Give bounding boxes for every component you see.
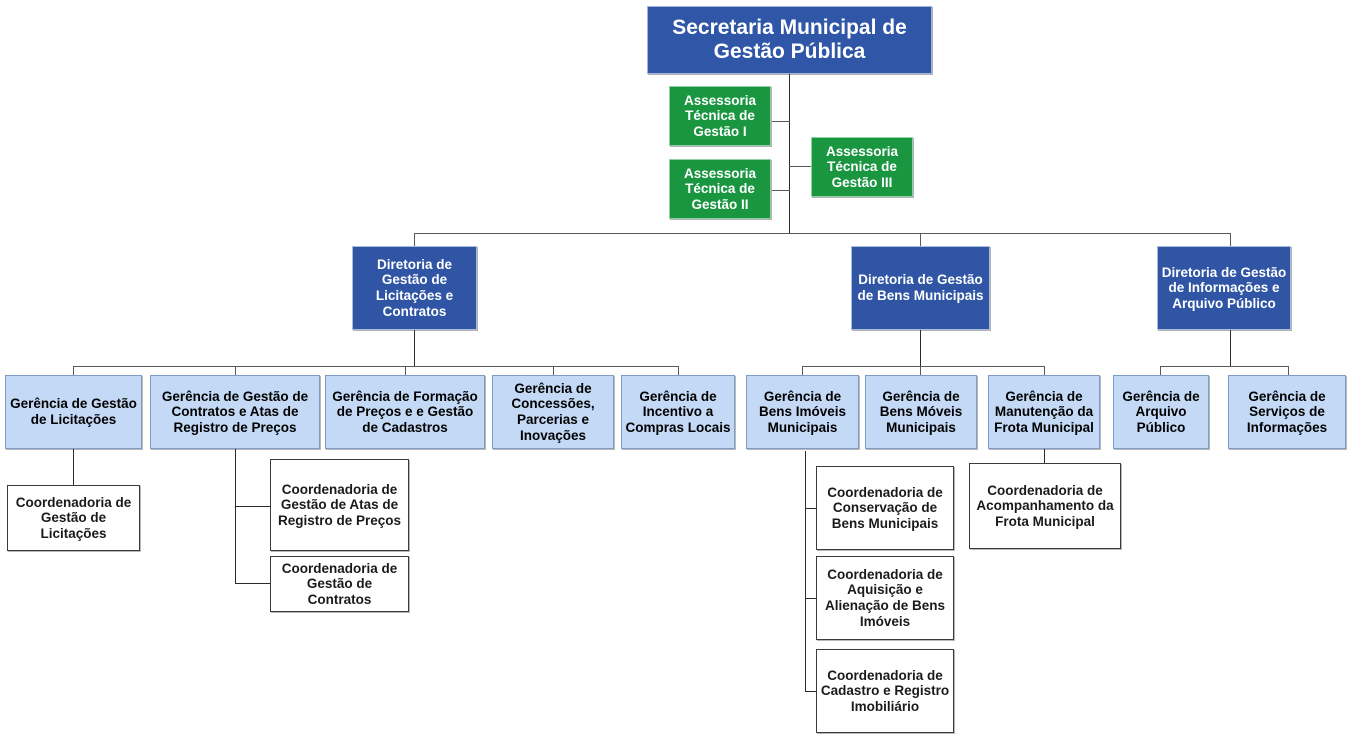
connector-ger7-drop xyxy=(920,366,921,375)
node-gerencia-gestao-licitacoes[interactable]: Gerência de Gestão de Licitações xyxy=(5,375,142,449)
node-diretoria-gestao-bens-municipais[interactable]: Diretoria de Gestão de Bens Municipais xyxy=(851,246,990,330)
connector-assessoria-2 xyxy=(772,190,790,191)
connector-ger4-drop xyxy=(553,366,554,375)
connector-ger2-drop xyxy=(235,366,236,375)
node-gerencia-bens-imoveis-municipais[interactable]: Gerência de Bens Imóveis Municipais xyxy=(746,375,859,449)
connector-dir3-down xyxy=(1230,330,1231,366)
node-gerencia-formacao-precos-gestao-cadastros[interactable]: Gerência de Formação de Preços e e Gestã… xyxy=(325,375,485,449)
node-coordenadoria-conservacao-bens-municipais[interactable]: Coordenadoria de Conservação de Bens Mun… xyxy=(816,466,954,550)
node-gerencia-manutencao-frota-municipal[interactable]: Gerência de Manutenção da Frota Municipa… xyxy=(988,375,1100,449)
connector-dir1-bus xyxy=(73,366,678,367)
connector-ger6-spine xyxy=(805,451,806,691)
connector-ger1-drop xyxy=(73,366,74,375)
connector-dir3-bus xyxy=(1160,366,1288,367)
connector-ger3-drop xyxy=(405,366,406,375)
connector-coord6-stub xyxy=(805,691,816,692)
connector-ger2-spine xyxy=(235,449,236,583)
connector-coord3-stub xyxy=(235,583,271,584)
connector-ger8-coord xyxy=(1044,449,1045,463)
connector-diretoria-drop-3 xyxy=(1230,233,1231,246)
node-label: Gerência de Formação de Preços e e Gestã… xyxy=(332,388,478,435)
node-assessoria-tecnica-de-gestao-iii[interactable]: Assessoria Técnica de Gestão III xyxy=(811,137,913,197)
node-label: Coordenadoria de Conservação de Bens Mun… xyxy=(827,484,943,531)
node-label: Assessoria Técnica de Gestão II xyxy=(683,165,757,212)
node-label: Gerência de Bens Imóveis Municipais xyxy=(758,388,847,435)
connector-ger5-drop xyxy=(678,366,679,375)
node-label: Coordenadoria de Gestão de Licitações xyxy=(15,494,132,541)
node-label: Gerência de Arquivo Público xyxy=(1122,388,1200,435)
node-assessoria-tecnica-de-gestao-i[interactable]: Assessoria Técnica de Gestão I xyxy=(669,86,771,146)
connector-coord2-stub xyxy=(235,506,271,507)
node-secretaria-municipal-de-gestao-publica[interactable]: Secretaria Municipal de Gestão Pública xyxy=(647,6,932,74)
node-assessoria-tecnica-de-gestao-ii[interactable]: Assessoria Técnica de Gestão II xyxy=(669,159,771,219)
node-gerencia-incentivo-compras-locais[interactable]: Gerência de Incentivo a Compras Locais xyxy=(621,375,735,449)
connector-assessoria-1 xyxy=(772,121,790,122)
node-label: Gerência de Incentivo a Compras Locais xyxy=(625,388,731,435)
node-label: Gerência de Gestão de Contratos e Atas d… xyxy=(161,388,309,435)
connector-dir1-down xyxy=(414,330,415,366)
connector-diretoria-bus xyxy=(414,233,1230,234)
connector-root-trunk xyxy=(789,74,790,234)
node-label: Diretoria de Gestão de Informações e Arq… xyxy=(1161,264,1287,311)
node-coordenadoria-acompanhamento-frota-municipal[interactable]: Coordenadoria de Acompanhamento da Frota… xyxy=(969,463,1121,549)
node-label: Diretoria de Gestão de Licitações e Cont… xyxy=(375,256,454,319)
node-label: Assessoria Técnica de Gestão III xyxy=(825,143,899,190)
node-gerencia-servicos-informacoes[interactable]: Gerência de Serviços de Informações xyxy=(1228,375,1346,449)
node-coordenadoria-aquisicao-alienacao-bens-imoveis[interactable]: Coordenadoria de Aquisição e Alienação d… xyxy=(816,556,954,640)
node-label: Coordenadoria de Gestão de Contratos xyxy=(281,560,398,607)
node-label: Gerência de Concessões, Parcerias e Inov… xyxy=(511,380,595,443)
node-coordenadoria-gestao-contratos[interactable]: Coordenadoria de Gestão de Contratos xyxy=(270,556,409,612)
node-label: Secretaria Municipal de Gestão Pública xyxy=(672,15,907,63)
node-label: Coordenadoria de Acompanhamento da Frota… xyxy=(976,482,1114,529)
node-coordenadoria-cadastro-registro-imobiliario[interactable]: Coordenadoria de Cadastro e Registro Imo… xyxy=(816,649,954,733)
node-label: Gerência de Manutenção da Frota Municipa… xyxy=(994,388,1094,435)
connector-coord5-stub xyxy=(805,598,816,599)
connector-coord4-stub xyxy=(805,508,816,509)
connector-ger9-drop xyxy=(1160,366,1161,375)
connector-diretoria-drop-2 xyxy=(920,233,921,246)
node-diretoria-gestao-licitacoes-contratos[interactable]: Diretoria de Gestão de Licitações e Cont… xyxy=(352,246,477,330)
node-coordenadoria-gestao-atas-registro-precos[interactable]: Coordenadoria de Gestão de Atas de Regis… xyxy=(270,459,409,551)
node-label: Coordenadoria de Aquisição e Alienação d… xyxy=(824,566,946,629)
node-gerencia-bens-moveis-municipais[interactable]: Gerência de Bens Móveis Municipais xyxy=(865,375,977,449)
node-gerencia-gestao-contratos-atas-registro-precos[interactable]: Gerência de Gestão de Contratos e Atas d… xyxy=(150,375,320,449)
connector-ger6-drop xyxy=(802,366,803,375)
connector-dir2-bus xyxy=(802,366,1044,367)
node-diretoria-gestao-informacoes-arquivo-publico[interactable]: Diretoria de Gestão de Informações e Arq… xyxy=(1157,246,1291,330)
connector-ger8-drop xyxy=(1044,366,1045,375)
node-label: Gerência de Serviços de Informações xyxy=(1246,388,1328,435)
connector-dir2-down xyxy=(920,330,921,366)
node-label: Gerência de Bens Móveis Municipais xyxy=(879,388,963,435)
node-label: Gerência de Gestão de Licitações xyxy=(10,396,137,427)
node-gerencia-arquivo-publico[interactable]: Gerência de Arquivo Público xyxy=(1113,375,1209,449)
connector-diretoria-drop-1 xyxy=(414,233,415,246)
node-label: Diretoria de Gestão de Bens Municipais xyxy=(857,272,984,303)
node-label: Coordenadoria de Cadastro e Registro Imo… xyxy=(820,667,950,714)
connector-ger10-drop xyxy=(1288,366,1289,375)
node-label: Coordenadoria de Gestão de Atas de Regis… xyxy=(277,481,402,528)
connector-ger1-coord xyxy=(73,449,74,485)
node-gerencia-concessoes-parcerias-inovacoes[interactable]: Gerência de Concessões, Parcerias e Inov… xyxy=(492,375,614,449)
node-label: Assessoria Técnica de Gestão I xyxy=(683,92,757,139)
node-coordenadoria-gestao-licitacoes[interactable]: Coordenadoria de Gestão de Licitações xyxy=(7,485,140,551)
connector-assessoria-3 xyxy=(789,166,811,167)
